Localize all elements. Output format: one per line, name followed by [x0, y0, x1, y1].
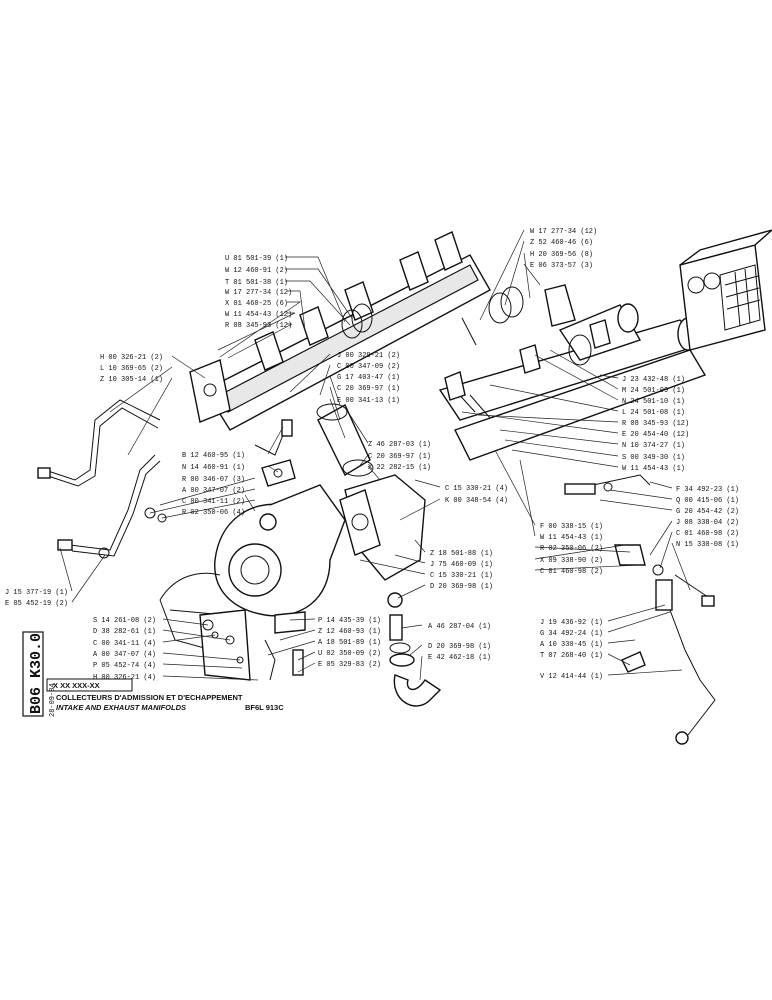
- part-label: A 46 287-04 (1): [428, 623, 491, 631]
- part-label: Z 46 287-03 (1): [368, 441, 431, 449]
- part-label: A 00 347-07 (4): [93, 651, 156, 659]
- part-label: M 24 501-09 (1): [622, 387, 685, 395]
- part-label: C 20 369-97 (1): [337, 385, 400, 393]
- part-labels: U 01 501-39 (1) W 12 460-91 (2) T 01 501…: [5, 228, 739, 682]
- date-stamp: 28-09-84: [49, 683, 57, 717]
- engine-model: BF6L 913C: [245, 703, 284, 712]
- part-label: Z 52 460-46 (6): [530, 239, 593, 247]
- part-label: J 23 432-48 (1): [622, 376, 685, 384]
- part-label: S 00 349-30 (1): [622, 454, 685, 462]
- heat-shield: [679, 229, 772, 351]
- part-label: H 00 326-21 (2): [100, 354, 163, 362]
- part-label: S 14 261-08 (2): [93, 617, 156, 625]
- part-label: X 22 282-15 (1): [368, 464, 431, 472]
- part-label: H 20 369-56 (8): [530, 251, 593, 259]
- part-label: N 15 330-08 (1): [676, 541, 739, 549]
- part-label: C 15 330-21 (1): [430, 572, 493, 580]
- part-label: X 09 338-90 (2): [540, 557, 603, 565]
- part-label: Z 18 501-88 (1): [430, 550, 493, 558]
- part-label: U 01 501-39 (1): [225, 255, 288, 263]
- fittings-center: [254, 419, 296, 487]
- part-code-box: X XX XXX-XX: [53, 681, 100, 690]
- part-label: W 17 277-34 (12): [225, 289, 292, 297]
- part-label: A 18 501-89 (1): [318, 639, 381, 647]
- drawing: [37, 229, 772, 745]
- part-label: R 08 345-93 (12): [622, 420, 689, 428]
- sensor-assembly: [564, 474, 716, 745]
- part-label: T 01 501-38 (1): [225, 279, 288, 287]
- part-label: V 12 414-44 (1): [540, 673, 603, 681]
- leader-lines: [59, 229, 691, 681]
- exhaust-manifold: [438, 284, 707, 461]
- part-label: A 00 347-07 (2): [182, 487, 245, 495]
- part-label: J 00 329-21 (2): [337, 352, 400, 360]
- part-label: Q 00 415-06 (1): [676, 497, 739, 505]
- part-label: Z 12 460-93 (1): [318, 628, 381, 636]
- part-label: N 24 501-10 (1): [622, 398, 685, 406]
- part-label: C 00 341-11 (2): [182, 498, 245, 506]
- part-label: C 01 460-98 (2): [676, 530, 739, 538]
- part-label: C 01 460-98 (2): [540, 568, 603, 576]
- part-label: D 20 369-98 (1): [428, 643, 491, 651]
- part-label: W 17 277-34 (12): [530, 228, 597, 236]
- part-label: L 10 369-65 (2): [100, 365, 163, 373]
- part-label: T 07 268-40 (1): [540, 652, 603, 660]
- part-label: D 20 369-98 (1): [430, 583, 493, 591]
- part-label: D 38 282-61 (1): [93, 628, 156, 636]
- title-english: INTAKE AND EXHAUST MANIFOLDS: [56, 703, 186, 712]
- part-label: L 24 501-08 (1): [622, 409, 685, 417]
- part-label: J 08 338-04 (2): [676, 519, 739, 527]
- part-label: C 00 347-09 (2): [337, 363, 400, 371]
- part-label: C 20 369-97 (1): [368, 453, 431, 461]
- part-label: F 00 338-15 (1): [540, 523, 603, 531]
- part-label: E 05 329-83 (2): [318, 661, 381, 669]
- part-label: N 14 460-91 (1): [182, 464, 245, 472]
- page-code: B06 K30.0: [28, 633, 45, 714]
- part-label: J 75 460-09 (1): [430, 561, 493, 569]
- part-label: J 15 377-19 (1): [5, 589, 68, 597]
- turbocharger: [159, 403, 426, 681]
- part-label: E 06 373-57 (3): [530, 262, 593, 270]
- part-label: E 42 462-18 (1): [428, 654, 491, 662]
- part-label: R 02 350-06 (4): [182, 509, 245, 517]
- title-block: B06 K30.0 X XX XXX-XX 28-09-84 COLLECTEU…: [22, 631, 284, 717]
- part-label: G 17 403-47 (1): [337, 374, 400, 382]
- part-label: C 15 330-21 (4): [445, 485, 508, 493]
- lower-pipe: [387, 592, 442, 707]
- part-label: E 20 454-40 (12): [622, 431, 689, 439]
- part-label: B 12 460-95 (1): [182, 452, 245, 460]
- part-label: U 02 350-09 (2): [318, 650, 381, 658]
- part-label: P 05 452-74 (4): [93, 662, 156, 670]
- part-label: X 01 460-25 (6): [225, 300, 288, 308]
- part-label: W 11 454-43 (12): [225, 311, 292, 319]
- part-label: E 00 341-13 (1): [337, 397, 400, 405]
- part-label: H 00 326-21 (4): [93, 674, 156, 682]
- title-french: COLLECTEURS D'ADMISSION ET D'ECHAPPEMENT: [56, 693, 243, 702]
- part-label: W 11 454-43 (1): [540, 534, 603, 542]
- turbo-fittings: [202, 611, 306, 681]
- part-label: G 20 454-42 (2): [676, 508, 739, 516]
- part-label: G 34 492-24 (1): [540, 630, 603, 638]
- part-label: E 05 452-19 (2): [5, 600, 68, 608]
- part-label: W 11 454-43 (1): [622, 465, 685, 473]
- part-label: K 00 348-54 (4): [445, 497, 508, 505]
- part-label: F 34 492-23 (1): [676, 486, 739, 494]
- oil-pipe-left: [37, 399, 167, 559]
- part-label: W 12 460-91 (2): [225, 267, 288, 275]
- part-label: Z 10 305-14 (1): [100, 376, 163, 384]
- part-label: C 00 341-11 (4): [93, 640, 156, 648]
- part-label: J 19 436-92 (1): [540, 619, 603, 627]
- part-label: N 10 374-27 (1): [622, 442, 685, 450]
- part-label: R 02 350-06 (2): [540, 545, 603, 553]
- part-label: P 14 435-39 (1): [318, 617, 381, 625]
- part-label: R 08 345-93 (12): [225, 322, 292, 330]
- part-label: A 10 330-45 (1): [540, 641, 603, 649]
- intake-manifold: [189, 231, 491, 431]
- part-label: R 00 346-07 (3): [182, 476, 245, 484]
